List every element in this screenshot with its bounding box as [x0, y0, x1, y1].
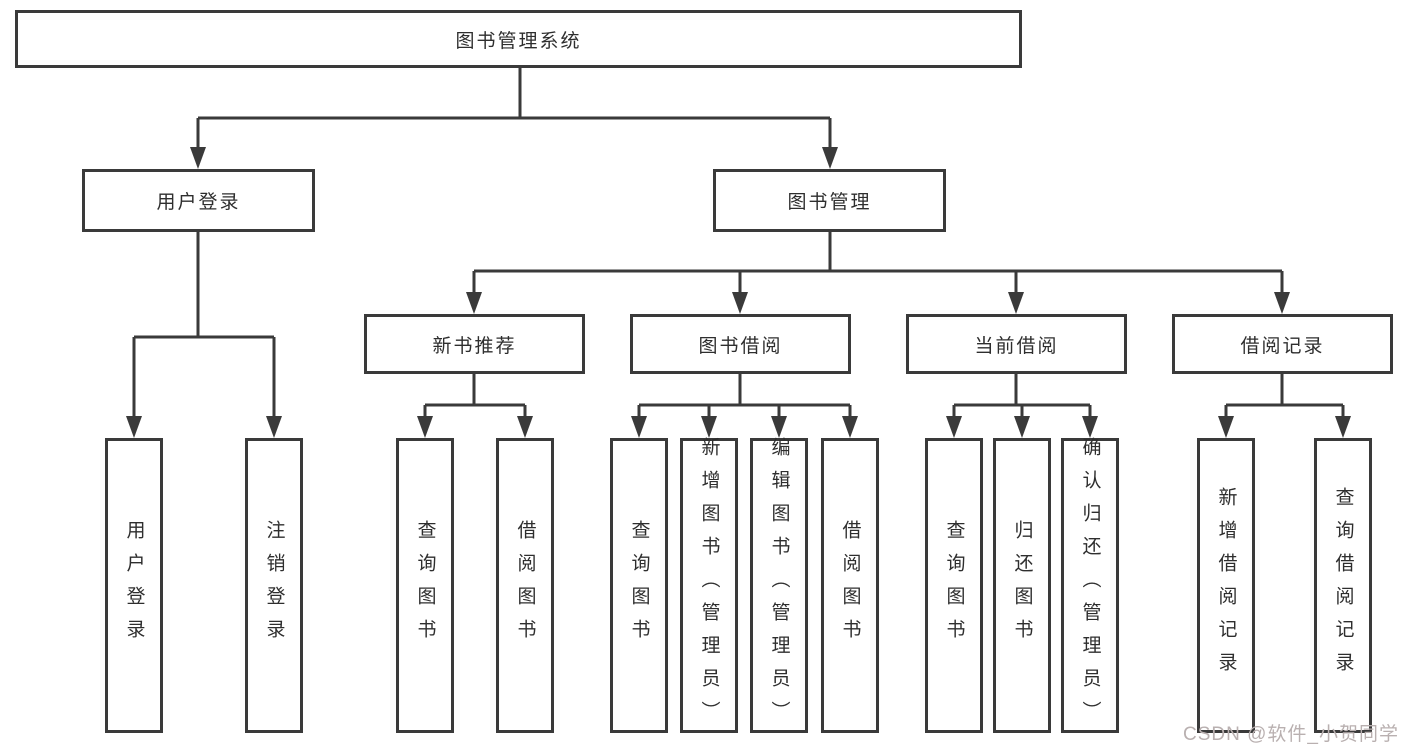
- node-leaf-cb-confirm-return-admin-label: 确认归还（管理员）: [1079, 437, 1101, 734]
- node-root: 图书管理系统: [15, 10, 1022, 68]
- edge-book-borrow-to-leaves: [637, 374, 852, 418]
- node-current-borrow: 当前借阅: [906, 314, 1127, 374]
- arrowhead-icon: [126, 416, 142, 438]
- edge-current-borrow-to-leaves: [952, 374, 1092, 418]
- node-leaf-bb-query-book: 查询图书: [610, 438, 668, 733]
- node-leaf-nbr-borrow-book: 借阅图书: [496, 438, 554, 733]
- node-new-book-recommend-label: 新书推荐: [432, 335, 517, 357]
- edge-new-book-recommend-arrows: [417, 416, 533, 438]
- node-leaf-user-login: 用户登录: [105, 438, 163, 733]
- node-user-login: 用户登录: [82, 169, 315, 232]
- node-user-login-label: 用户登录: [156, 192, 241, 213]
- arrowhead-icon: [1008, 292, 1024, 314]
- edge-book-borrow-arrows: [631, 416, 858, 438]
- node-book-management: 图书管理: [713, 169, 946, 232]
- arrowhead-icon: [190, 147, 206, 169]
- node-leaf-bb-add-book-admin: 新增图书（管理员）: [680, 437, 738, 734]
- edge-book-management-to-level3: [472, 232, 1284, 294]
- edge-root-to-level2: [196, 68, 832, 149]
- node-leaf-bb-add-book-admin-label: 新增图书（管理员）: [698, 437, 720, 734]
- node-leaf-cb-confirm-return-admin: 确认归还（管理员）: [1061, 437, 1119, 734]
- node-leaf-bb-borrow-book-label: 借阅图书: [839, 519, 861, 652]
- arrowhead-icon: [1218, 416, 1234, 438]
- node-leaf-br-add-record: 新增借阅记录: [1197, 438, 1255, 733]
- node-leaf-logout-label: 注销登录: [263, 519, 285, 652]
- arrowhead-icon: [701, 416, 717, 438]
- arrowhead-icon: [822, 147, 838, 169]
- node-leaf-bb-edit-book-admin: 编辑图书（管理员）: [750, 437, 808, 734]
- node-borrow-records-label: 借阅记录: [1240, 335, 1325, 357]
- node-root-label: 图书管理系统: [455, 30, 582, 52]
- arrowhead-icon: [417, 416, 433, 438]
- edge-borrow-records-to-leaves: [1224, 374, 1345, 418]
- node-leaf-bb-query-book-label: 查询图书: [628, 519, 650, 652]
- arrowhead-icon: [266, 416, 282, 438]
- arrowhead-icon: [771, 416, 787, 438]
- node-leaf-cb-query-book-label: 查询图书: [943, 519, 965, 652]
- csdn-watermark: CSDN @软件_小贺同学: [1183, 724, 1399, 745]
- node-current-borrow-label: 当前借阅: [974, 335, 1059, 357]
- arrowhead-icon: [732, 292, 748, 314]
- edge-user-login-to-leaves: [132, 232, 276, 418]
- edge-new-book-recommend-to-leaves: [423, 374, 527, 418]
- arrowhead-icon: [1082, 416, 1098, 438]
- node-leaf-bb-borrow-book: 借阅图书: [821, 438, 879, 733]
- node-new-book-recommend: 新书推荐: [364, 314, 585, 374]
- node-leaf-nbr-query-book: 查询图书: [396, 438, 454, 733]
- node-leaf-br-add-record-label: 新增借阅记录: [1215, 486, 1237, 685]
- edge-user-login-arrows: [126, 416, 282, 438]
- arrowhead-icon: [631, 416, 647, 438]
- edge-book-management-arrows: [466, 292, 1290, 314]
- node-leaf-cb-return-book-label: 归还图书: [1011, 519, 1033, 652]
- node-leaf-cb-query-book: 查询图书: [925, 438, 983, 733]
- node-leaf-br-query-record: 查询借阅记录: [1314, 438, 1372, 733]
- node-borrow-records: 借阅记录: [1172, 314, 1393, 374]
- arrowhead-icon: [1014, 416, 1030, 438]
- node-leaf-nbr-query-book-label: 查询图书: [414, 519, 436, 652]
- node-leaf-br-query-record-label: 查询借阅记录: [1332, 486, 1354, 685]
- node-leaf-bb-edit-book-admin-label: 编辑图书（管理员）: [768, 437, 790, 734]
- arrowhead-icon: [842, 416, 858, 438]
- arrowhead-icon: [517, 416, 533, 438]
- edge-borrow-records-arrows: [1218, 416, 1351, 438]
- node-book-management-label: 图书管理: [787, 192, 872, 213]
- node-book-borrow: 图书借阅: [630, 314, 851, 374]
- node-leaf-logout: 注销登录: [245, 438, 303, 733]
- node-leaf-user-login-label: 用户登录: [123, 519, 145, 652]
- node-leaf-cb-return-book: 归还图书: [993, 438, 1051, 733]
- arrowhead-icon: [946, 416, 962, 438]
- edge-root-arrows: [190, 147, 838, 169]
- arrowhead-icon: [1274, 292, 1290, 314]
- arrowhead-icon: [466, 292, 482, 314]
- node-book-borrow-label: 图书借阅: [698, 335, 783, 357]
- edge-current-borrow-arrows: [946, 416, 1098, 438]
- arrowhead-icon: [1335, 416, 1351, 438]
- node-leaf-nbr-borrow-book-label: 借阅图书: [514, 519, 536, 652]
